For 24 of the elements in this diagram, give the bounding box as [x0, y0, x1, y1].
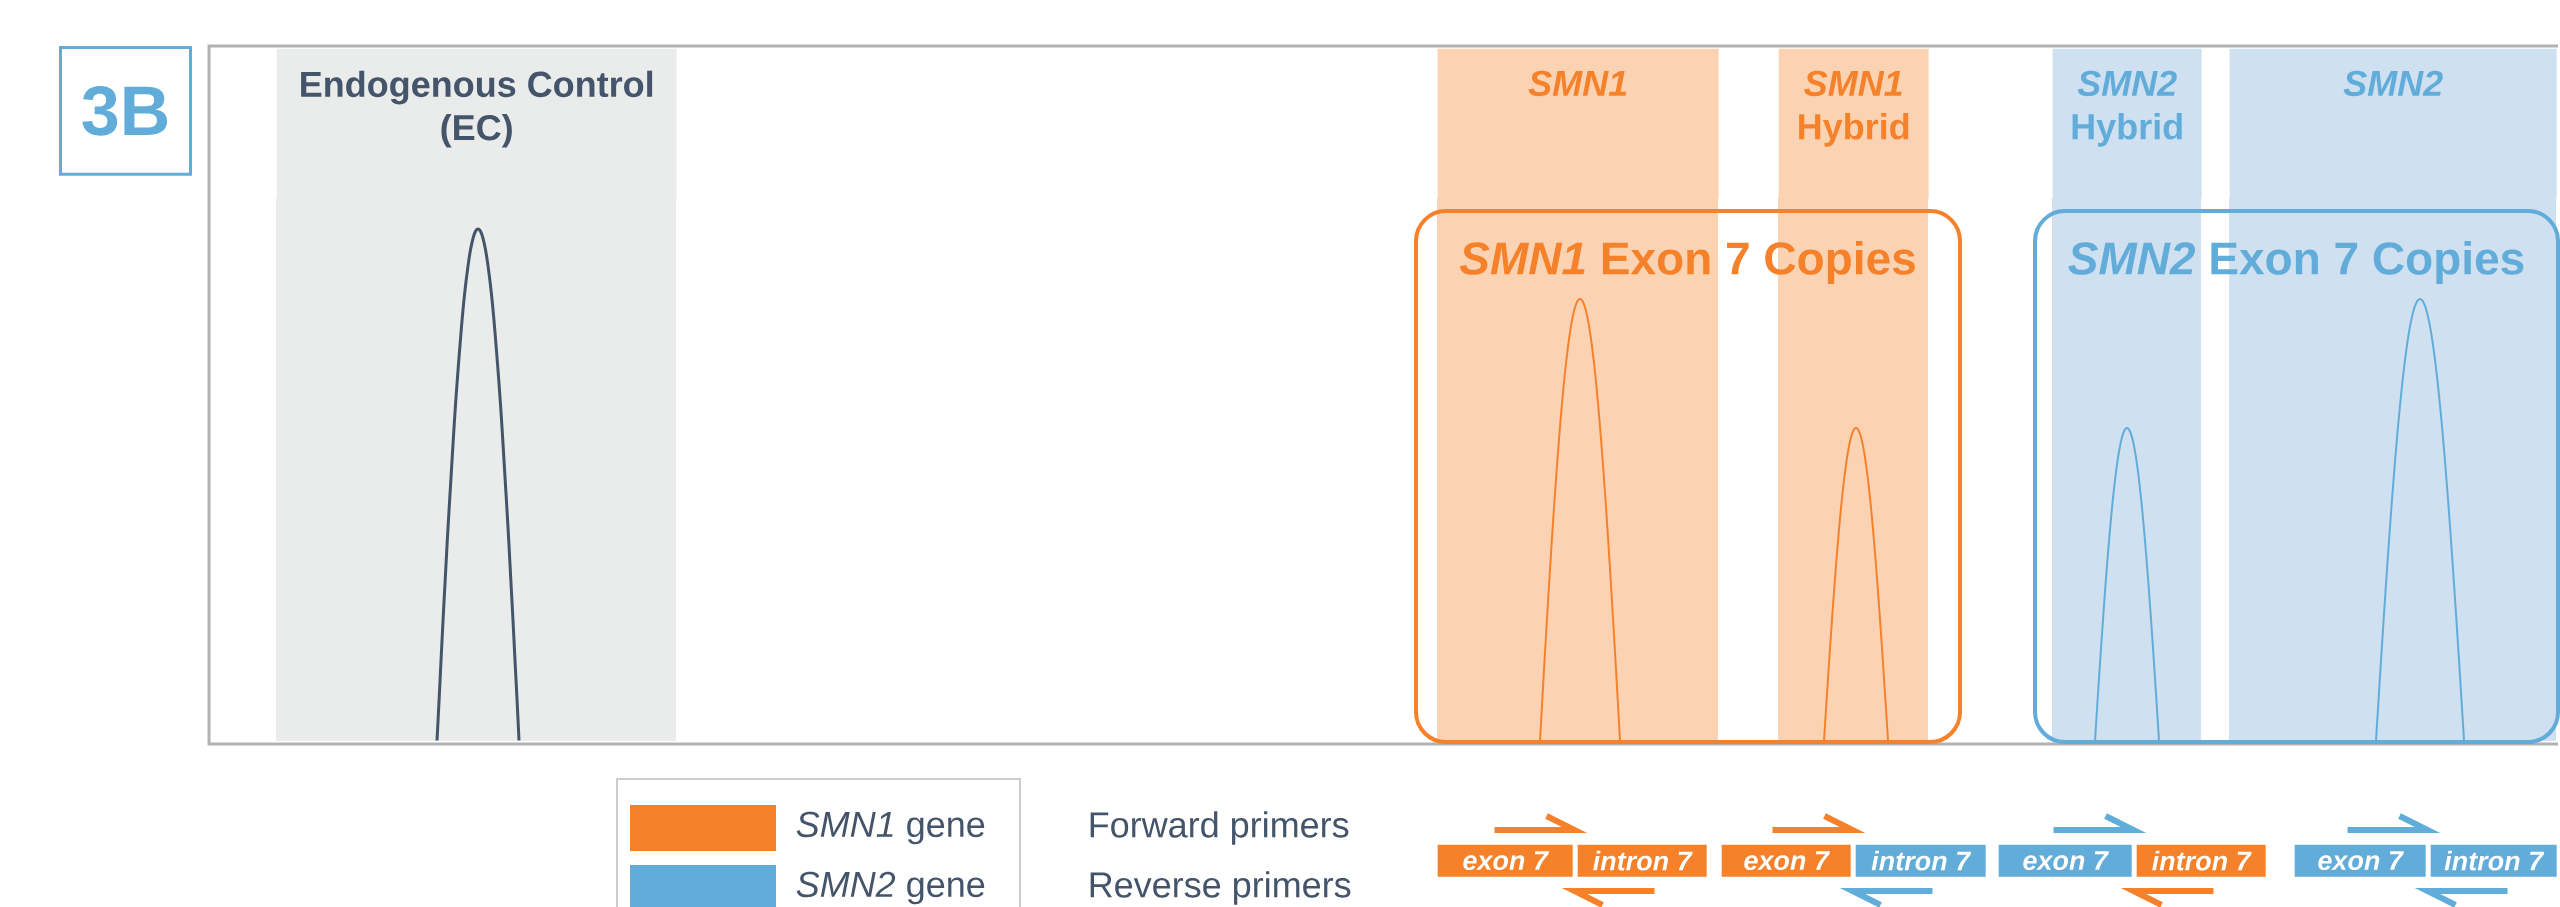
node-label: SMN1	[1528, 70, 1627, 97]
band: Endogenous Control (EC)	[276, 48, 677, 199]
primer-label: Reverse primers	[1090, 871, 1351, 905]
band: SMN2 Hybrid	[2052, 48, 2202, 199]
legend-text: SMN2 gene	[796, 871, 985, 905]
band: SMN2	[2229, 48, 2557, 199]
gene-segment: intron 7	[2430, 844, 2557, 877]
node-label: SMN2 Hybrid	[2072, 70, 2182, 147]
gene-segment: exon 7	[1998, 844, 2132, 877]
band: SMN1	[1437, 48, 1719, 199]
band: SMN1 Hybrid	[1778, 48, 1929, 199]
legend-text: SMN1 gene	[796, 811, 985, 845]
gene-segment: intron 7	[1855, 844, 1986, 877]
node-label: SMN2	[2343, 70, 2443, 97]
node-label: SMN1 Hybrid	[1799, 70, 1909, 147]
gene-segment: exon 7	[1721, 844, 1851, 877]
copies-box: SMN2 Exon 7 Copies	[2033, 209, 2560, 744]
panel-label: 3B	[59, 46, 192, 176]
gene-segment: exon 7	[2294, 844, 2426, 877]
node-label: Endogenous Control (EC)	[301, 70, 653, 148]
gene-segment: exon 7	[1437, 844, 1573, 877]
gene-segment: intron 7	[1577, 844, 1707, 877]
primer-label: Forward primers	[1090, 811, 1349, 845]
gene-segment: intron 7	[2136, 844, 2266, 877]
